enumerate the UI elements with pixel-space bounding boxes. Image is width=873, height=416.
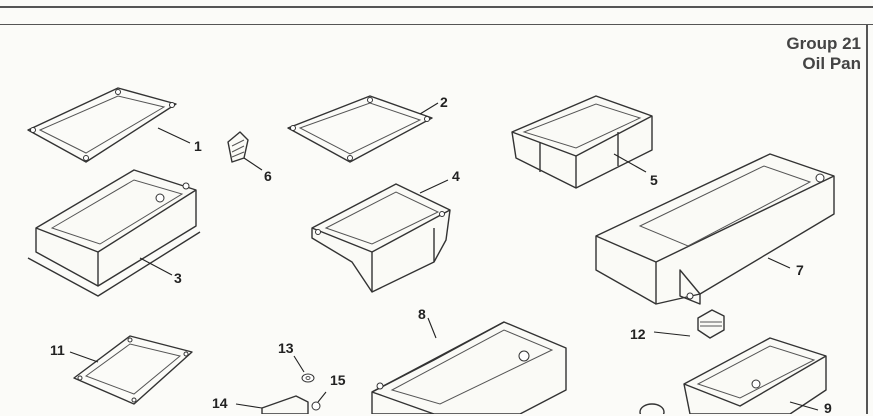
part-4-oil-pan [311, 179, 451, 293]
group-label: Group 21 [786, 34, 861, 53]
callout-7: 7 [796, 262, 804, 278]
diagram-border-top [0, 24, 873, 25]
callout-4: 4 [452, 168, 460, 184]
group-name: Oil Pan [802, 54, 861, 73]
part-7-oil-pan [595, 153, 835, 305]
part-9-oil-pan [683, 337, 827, 414]
part-3-oil-pan [27, 169, 201, 297]
group-heading: Group 21 Oil Pan [786, 34, 861, 74]
callout-12: 12 [630, 326, 646, 342]
callout-1: 1 [194, 138, 202, 154]
page-border-top [0, 6, 873, 8]
diagram-border-right [866, 24, 868, 414]
callout-14: 14 [212, 395, 228, 411]
callout-6: 6 [264, 168, 272, 184]
callout-2: 2 [440, 94, 448, 110]
part-6-plug [227, 131, 263, 171]
part-2-gasket [287, 95, 439, 163]
callout-13: 13 [278, 340, 294, 356]
part-14-plate [235, 395, 309, 414]
part-15-screw [311, 391, 327, 411]
part-5-oil-pan [511, 95, 653, 189]
part-13-washer [293, 355, 315, 383]
callout-8: 8 [418, 306, 426, 322]
callout-5: 5 [650, 172, 658, 188]
part-11-gasket [69, 335, 193, 405]
callout-15: 15 [330, 372, 346, 388]
o-ring [639, 403, 665, 414]
part-12-drain-plug [653, 309, 725, 339]
part-1-gasket [27, 87, 191, 163]
callout-9: 9 [824, 400, 832, 416]
callout-3: 3 [174, 270, 182, 286]
part-8-oil-pan [371, 317, 567, 414]
callout-11: 11 [50, 342, 65, 358]
